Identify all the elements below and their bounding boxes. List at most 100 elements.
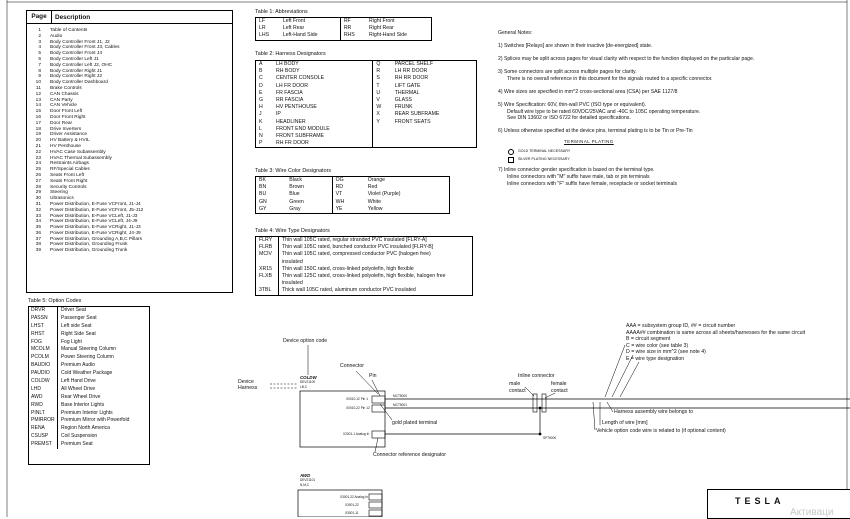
page-number: 19	[35, 132, 41, 138]
male-contact-label: male	[509, 381, 521, 387]
general-note: 3) Some connectors are split across mult…	[498, 69, 823, 82]
page-number: 39	[35, 248, 41, 254]
page-number: 32	[35, 207, 41, 213]
value-cell: insulated	[282, 280, 303, 287]
note-7-line: Inline connectors with "M" suffix have m…	[507, 174, 650, 181]
page-description: Body Controller Front J1, J2	[50, 39, 110, 45]
option-description: Premium Mirror with Powerfold	[61, 417, 130, 424]
legend-line: AAAA## combination is same across all sh…	[626, 329, 806, 336]
inline-connector-male	[532, 393, 538, 413]
pin-id: X2001-1 Analog In	[343, 432, 370, 436]
value-cell: Thin wall 105C rated, compressed conduct…	[282, 251, 431, 258]
silver-plating-label: SILVER PLATING NECESSARY	[518, 157, 570, 162]
option-code: RWD	[29, 401, 58, 410]
page-description: Power Distribution, E-Fuse VCLeft, J4-J9	[50, 219, 138, 225]
option-code: PREMST	[29, 441, 58, 450]
page-description: Door Front Left	[50, 109, 83, 115]
value-cell: FRONT SUBFRAME	[272, 133, 374, 141]
code-cell: GY	[259, 205, 267, 212]
option-description: All Wheel Drive	[61, 385, 96, 392]
awd-code: AWD	[300, 473, 311, 478]
page-number: 1	[38, 28, 41, 33]
value-cell: Yellow	[367, 205, 383, 212]
female-contact-label: female	[551, 381, 567, 387]
code-cell: N	[259, 133, 263, 140]
page-number: 4	[38, 45, 41, 51]
code-cell: K	[259, 118, 263, 125]
code-cell: S	[376, 75, 380, 82]
terminal-plating-legend: TERMINAL PLATING GOLD TERMINAL NECESSARY…	[498, 139, 823, 163]
general-notes: General Notes: 1) Switches [Relays] are …	[498, 30, 823, 187]
pin-id: X3001-11	[345, 511, 359, 515]
pin-id: X3001-22	[345, 503, 359, 507]
value-cell: GLASS	[394, 97, 413, 104]
page-description: RF/Special Cables	[50, 167, 90, 173]
option-code: PMIRROR	[29, 417, 58, 426]
page-number: 27	[35, 178, 41, 184]
code-cell: RHS	[343, 32, 355, 39]
gold-plating-row: GOLD TERMINAL NECESSARY	[508, 148, 570, 155]
page-number: 34	[35, 219, 41, 225]
gold-plated-terminal-label: gold plated terminal	[392, 420, 438, 426]
page-description: Power Distribution, E-Fuse VCRight, J4-J…	[50, 230, 141, 236]
general-note: 5) Wire Specification: 60V, thin-wall PV…	[498, 102, 823, 122]
page-description: HVAC Thermal Subassembly	[50, 155, 112, 161]
code-cell: GN	[259, 198, 267, 205]
code-cell: RR	[343, 25, 352, 32]
note-line: See DIN 13602 or ISO 6722 for detailed s…	[507, 115, 631, 122]
option-code: RHST	[29, 330, 58, 339]
code-cell: P	[259, 140, 263, 147]
device-label: Device	[238, 379, 254, 385]
code-cell: LR	[259, 25, 266, 32]
option-description: Cold Weather Package	[61, 370, 113, 377]
inline-connector-female	[541, 393, 547, 413]
page-number: 10	[35, 80, 41, 86]
option-code: BAUDIO	[29, 362, 58, 371]
page-description: Table of Contents	[50, 28, 88, 33]
note-line: 5) Wire Specification: 60V, thin-wall PV…	[498, 102, 647, 109]
option-code: CSUSP	[29, 433, 58, 442]
page-description: Door Rear	[50, 120, 73, 126]
page-description: Drive Inverters	[50, 126, 82, 132]
page-description: Power Distribution, E-Fuse VCFront, J5-J…	[50, 207, 144, 213]
wire-id: MCT5001	[393, 403, 407, 407]
general-note: 2) Splices may be split across pages for…	[498, 56, 823, 63]
page-description: Security Controls	[50, 184, 87, 190]
option-description: Base Interior Lights	[61, 401, 105, 408]
note-7-line: Inline connectors with "F" suffix have f…	[507, 180, 677, 187]
page-description: Seats Front Left	[50, 172, 85, 178]
page-number: 35	[35, 225, 41, 231]
value-cell: Thin wall 105C rated, regular stranded P…	[282, 237, 427, 243]
page-description: Steering	[50, 190, 68, 196]
connector-pin-box	[371, 404, 386, 413]
wire-code-legend: AAA = subsystem group ID, ## = circuit n…	[626, 323, 805, 363]
value-cell: PARCEL SHELF	[394, 61, 434, 67]
page-number: 30	[35, 196, 41, 202]
code-cell: YE	[335, 205, 343, 212]
option-code: RENA	[29, 425, 58, 434]
table4-title: Table 4: Wire Type Designators	[255, 228, 330, 234]
value-cell: FR FASCIA	[272, 89, 374, 98]
code-cell: B	[259, 68, 263, 75]
